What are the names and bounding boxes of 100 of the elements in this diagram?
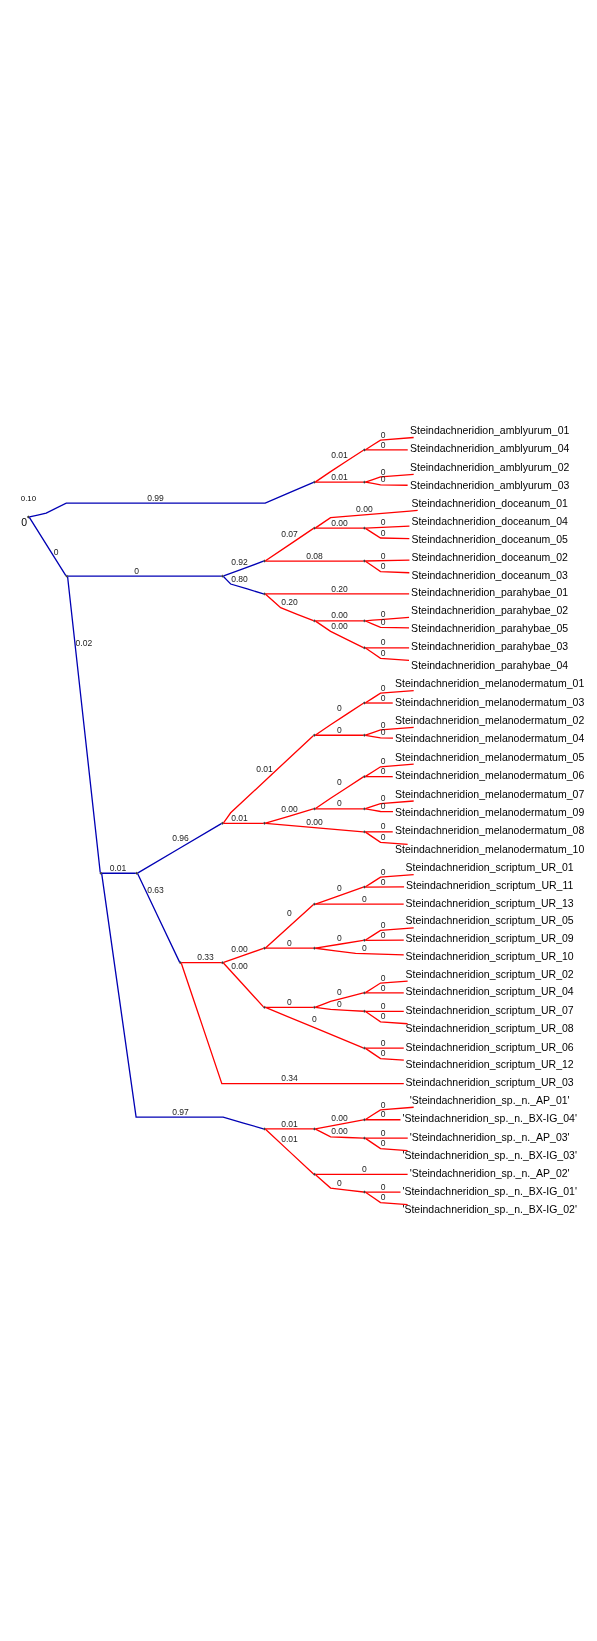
node-text: Steindachneridion_amblyurum_02: [409, 460, 570, 473]
connector: [364, 619, 410, 629]
node-point: [363, 480, 366, 483]
connector: [264, 592, 410, 595]
connector: [314, 734, 364, 736]
connector: [364, 1190, 402, 1193]
node-point: [65, 574, 69, 577]
edge-label: 0.01: [331, 471, 348, 482]
connector: [364, 1010, 405, 1012]
node-point: [363, 1009, 366, 1013]
connector: [364, 763, 415, 777]
node-text: Steindachneridion_melanodermatum_07: [395, 787, 585, 800]
connector: [364, 1137, 409, 1139]
edge-label: 0.20: [331, 583, 348, 594]
node-text: Steindachneridion_melanodermatum_03: [395, 695, 585, 708]
node-point: [363, 701, 366, 704]
edge-label: 0: [380, 682, 386, 693]
node-text: Steindachneridion_parahybae_01: [411, 585, 569, 598]
node-point: [313, 807, 316, 810]
edge-label: 0.20: [281, 596, 298, 607]
edge-label: 0: [380, 1000, 386, 1011]
connector: [314, 1128, 365, 1139]
node-point: [263, 1005, 266, 1009]
edge-label: 0.33: [197, 951, 214, 962]
edge-label: 0: [380, 765, 386, 776]
connector: [315, 903, 405, 905]
edge-label: 0: [362, 893, 367, 904]
connector: [364, 558, 411, 562]
node-text: 'Steindachneridion_sp._n._BX-IG_02': [402, 1202, 577, 1215]
edge-label: 0: [337, 998, 342, 1009]
node-text: Steindachneridion_scriptum_UR_04: [405, 984, 574, 997]
node-text: Steindachneridion_melanodermatum_04: [395, 731, 585, 744]
edge-label: 0: [380, 982, 386, 993]
connector: [364, 734, 394, 739]
edge-label: 0: [380, 1191, 386, 1202]
connector: [314, 947, 405, 956]
edge-label: 0: [380, 527, 386, 538]
node-text: 'Steindachneridion_sp._n._BX-IG_01': [402, 1184, 577, 1197]
connector: [364, 775, 394, 777]
node-point: [363, 619, 366, 622]
node-text: Steindachneridion_scriptum_UR_01: [405, 860, 574, 873]
node-point: [363, 1136, 366, 1139]
node-point: [363, 938, 366, 942]
edge-label: 0: [380, 831, 386, 842]
node-text: Steindachneridion_scriptum_UR_13: [405, 896, 574, 909]
edge-label: 0.34: [281, 1072, 298, 1083]
connector: [315, 1173, 409, 1175]
node-text: Steindachneridion_melanodermatum_01: [395, 676, 585, 689]
node-text: Steindachneridion_scriptum_UR_07: [405, 1003, 574, 1016]
node-point: [263, 559, 266, 562]
edge-label: 0.01: [109, 862, 127, 873]
edge-label: 0.92: [231, 556, 248, 567]
edge-label: 0: [380, 866, 386, 877]
node-point: [135, 871, 139, 875]
edge-label: 0: [380, 550, 386, 561]
edge-label: 0.63: [147, 884, 164, 895]
edge-label: 0: [380, 608, 386, 619]
node-point: [363, 646, 366, 649]
node-point: [363, 807, 366, 810]
edge-label: 0: [380, 876, 386, 887]
connector: [314, 1006, 365, 1012]
connector: [364, 807, 394, 812]
node-point: [313, 1005, 316, 1009]
node-text: 'Steindachneridion_sp._n._BX-IG_04': [402, 1111, 577, 1124]
edge-label: 0.02: [75, 637, 93, 648]
edge-label: 0: [53, 546, 59, 557]
connector: [314, 939, 364, 949]
connector: [364, 830, 409, 845]
node-text: Steindachneridion_doceanum_02: [411, 550, 568, 563]
edge-label: 0.07: [281, 528, 298, 539]
edge-label: 0: [362, 942, 367, 953]
edge-label: 0: [380, 439, 386, 450]
edge-label: 0.99: [147, 492, 164, 503]
node-point: [363, 448, 366, 451]
edge-label: 0: [337, 797, 342, 808]
node-point: [221, 821, 224, 825]
connector: [364, 473, 415, 483]
connector: [364, 701, 394, 704]
connector: [222, 734, 314, 823]
edge-label: 0: [337, 724, 342, 735]
edge-label: 0: [380, 755, 386, 766]
connector: [314, 807, 364, 809]
edge-label: 0.00: [231, 960, 248, 971]
edge-label: 0.01: [281, 1133, 298, 1144]
node-text: Steindachneridion_amblyurum_01: [409, 423, 570, 436]
connector: [264, 1128, 315, 1175]
connector: [314, 775, 365, 809]
connector: [137, 822, 222, 874]
node-point: [313, 619, 316, 622]
node-point: [313, 1172, 316, 1176]
edge-label: 0: [380, 820, 386, 831]
node-text: Steindachneridion_scriptum_UR_11: [405, 878, 574, 891]
node-text: Steindachneridion_parahybae_03: [411, 639, 569, 652]
node-point: [313, 733, 316, 736]
node-point: [263, 821, 266, 825]
node-text: Steindachneridion_scriptum_UR_06: [405, 1040, 574, 1053]
node-point: [221, 574, 224, 577]
edge-label: 0: [380, 1108, 386, 1119]
node-text: Steindachneridion_melanodermatum_06: [395, 768, 585, 781]
connector: [67, 575, 223, 577]
